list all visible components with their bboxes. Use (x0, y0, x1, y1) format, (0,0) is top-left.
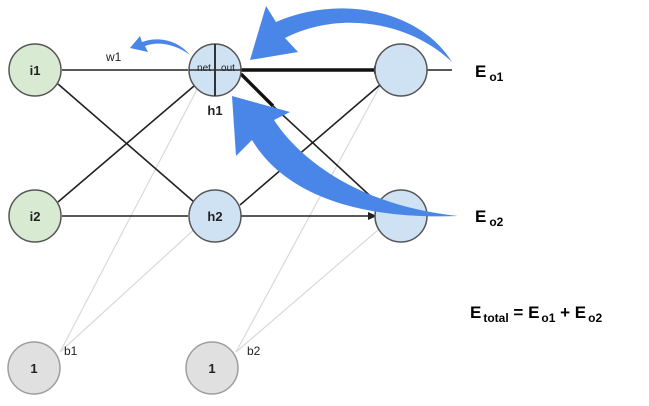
eo1-main: E (475, 62, 486, 81)
input-node-i1-label: i1 (30, 63, 41, 78)
term1-sub: o1 (541, 311, 555, 325)
input-node-i2-label: i2 (30, 209, 41, 224)
edge-h2-o1 (239, 83, 382, 206)
eo1-sub: o1 (489, 70, 503, 84)
backprop-arrow-w1 (130, 36, 190, 55)
bias-node-b2: 1 (185, 341, 239, 395)
output-node-o2 (374, 189, 428, 243)
total-main: E (470, 303, 481, 322)
weight-edges (57, 69, 452, 217)
term2-main: E (575, 303, 586, 322)
input-node-i1: i1 (8, 43, 62, 97)
bias-label-b2: b2 (247, 344, 261, 358)
output-node-o1 (374, 43, 428, 97)
bias-label-b1: b1 (64, 344, 78, 358)
edge-b1-h2 (59, 225, 199, 353)
bias-node-b1: 1 (7, 341, 61, 395)
hidden-node-h2: h2 (188, 189, 242, 243)
h1-out-label: out (221, 63, 235, 74)
edge-h1-o2-rest (272, 105, 381, 206)
total-sub: total (483, 311, 508, 325)
bias-edges (59, 77, 381, 353)
formula-equals: = (509, 303, 528, 322)
edge-b1-h1 (59, 77, 204, 353)
term2-sub: o2 (588, 311, 602, 325)
eo2-main: E (475, 207, 486, 226)
eo2-sub: o2 (489, 215, 503, 229)
weight-label-w1: w1 (105, 50, 122, 64)
hidden-node-h2-label: h2 (207, 209, 222, 224)
hidden-node-h1-label: h1 (207, 103, 222, 118)
bias-node-b2-label: 1 (208, 361, 215, 376)
arrowhead-o2 (368, 212, 377, 220)
backprop-arrow-eo1 (250, 6, 452, 62)
svg-text:Eo2: Eo2 (475, 207, 504, 229)
edge-i2-h1 (57, 85, 195, 203)
edge-b2-o2 (235, 229, 379, 353)
highlighted-edges (239, 68, 374, 108)
hidden-node-h1: net out (188, 43, 242, 97)
h1-net-label: net (197, 63, 211, 74)
bias-node-b1-label: 1 (30, 361, 37, 376)
term1-main: E (528, 303, 539, 322)
input-node-i2: i2 (8, 189, 62, 243)
edge-b2-o1 (235, 85, 381, 353)
backprop-arrow-eo2 (232, 96, 458, 217)
formula-plus: + (555, 303, 574, 322)
edge-h1-o2 (239, 72, 275, 108)
svg-text:Eo1: Eo1 (475, 62, 504, 84)
